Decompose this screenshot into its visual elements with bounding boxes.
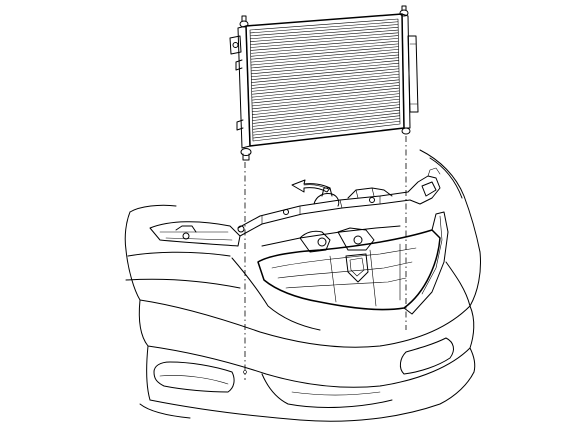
condenser-fin	[250, 51, 399, 66]
condenser-fin	[252, 96, 400, 113]
condenser-fin	[251, 54, 399, 69]
condenser-fin	[252, 90, 400, 107]
condenser-bottom-pin-right	[401, 127, 411, 135]
condenser-fin	[251, 76, 400, 92]
bumper-upper-right	[419, 149, 481, 253]
condenser-fin	[251, 71, 400, 86]
condenser-bracket-bolt	[232, 42, 239, 48]
condenser-fin	[252, 93, 400, 110]
front-bumper	[124, 149, 481, 422]
condenser-pipe-fitting	[235, 59, 243, 71]
radiator-support	[149, 167, 449, 315]
condenser-fin	[251, 87, 400, 104]
condenser-fins	[250, 21, 400, 139]
condenser-fin	[250, 43, 399, 57]
grille-opening	[257, 229, 441, 311]
condenser-fin	[251, 68, 399, 83]
condenser-fin	[252, 118, 400, 136]
grille-frame-right	[403, 211, 449, 315]
right-support-bracket	[407, 175, 441, 205]
condenser-left-bracket	[229, 35, 242, 55]
bumper-face-upper	[139, 299, 471, 348]
condenser-fin	[250, 35, 399, 48]
condenser-fin	[250, 27, 399, 40]
condenser-fin	[252, 107, 400, 124]
condenser-fin	[250, 21, 399, 34]
condenser-fin	[252, 104, 400, 121]
condenser-fin	[251, 85, 400, 101]
condenser-fin	[251, 73, 400, 89]
radiator-cap	[313, 193, 340, 207]
support-bolt	[237, 225, 245, 233]
grille-emblem	[345, 253, 369, 283]
condenser-fin	[252, 112, 400, 130]
condenser-fin	[251, 79, 400, 95]
grille-component	[299, 230, 331, 253]
condenser-fin	[251, 82, 400, 98]
condenser-fin	[252, 98, 400, 115]
condenser-core-inner	[249, 18, 401, 142]
condenser-fin	[251, 57, 399, 72]
condenser-fin	[252, 101, 400, 118]
left-headlight-housing	[149, 221, 241, 247]
bumper-face-lower	[147, 345, 471, 388]
radiator-support-upper	[237, 191, 409, 229]
bumper-air-dam	[149, 371, 475, 422]
removal-arrow	[291, 179, 331, 193]
condenser-fin	[252, 120, 400, 139]
condenser-top-pin-right	[399, 9, 409, 17]
condenser-fin	[250, 46, 399, 60]
removal-arrow-shape	[291, 179, 331, 193]
condenser-fin	[250, 32, 399, 45]
condenser-fin	[252, 109, 400, 127]
condenser-left-tank	[237, 25, 251, 149]
condenser-fin	[250, 29, 399, 42]
grille-top	[261, 225, 401, 247]
bumper-upper-left	[129, 204, 177, 213]
condenser	[229, 5, 419, 161]
condenser-fin	[250, 40, 399, 54]
condenser-fin	[250, 49, 399, 63]
condenser-fin	[251, 65, 399, 80]
condenser-fin	[251, 62, 399, 78]
alignment-lines	[243, 136, 407, 380]
bumper-left-side	[124, 211, 141, 301]
fog-light-left	[153, 361, 235, 393]
condenser-receiver-dryer	[407, 35, 419, 113]
condenser-top-pin-left	[239, 20, 249, 28]
condenser-fin	[250, 24, 399, 37]
condenser-fin	[251, 60, 399, 75]
fog-light-right	[399, 337, 454, 375]
condenser-fin	[252, 115, 400, 133]
condenser-fin	[250, 38, 399, 51]
condenser-bottom-pin-left	[240, 148, 252, 156]
